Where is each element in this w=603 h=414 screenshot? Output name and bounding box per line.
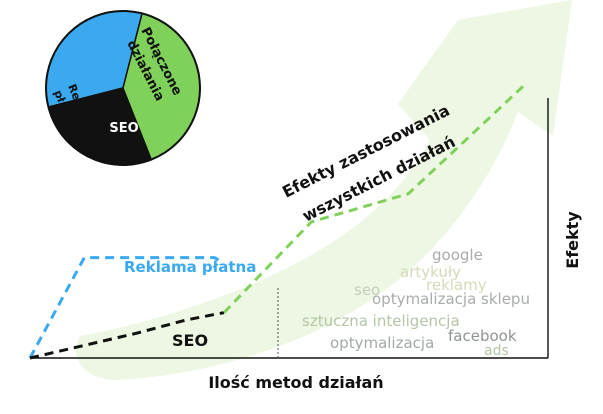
seo-line-label: SEO <box>172 331 208 350</box>
pie-outline <box>45 10 201 166</box>
line-series-group <box>28 83 526 360</box>
word-optymalizacja-sklepu: optymalizacja sklepu <box>372 290 530 308</box>
word-seo: seo <box>354 281 380 299</box>
word-reklamy: reklamy <box>426 276 487 294</box>
methods-pie-chart <box>45 10 201 166</box>
pie-label-seo: SEO <box>109 121 138 136</box>
growth-arrow-shape <box>75 0 573 381</box>
word-ads: ads <box>484 343 509 359</box>
series-line-2 <box>222 83 526 314</box>
word-sztuczna-inteligencja: sztuczna inteligencja <box>302 312 460 330</box>
word-optymalizacja: optymalizacja <box>330 334 434 352</box>
x-axis-label: Ilość metod działań <box>208 373 383 392</box>
word-artykuly: artykuły <box>400 263 461 281</box>
paid-ads-label: Reklama płatna <box>124 258 256 276</box>
y-axis-label: Efekty <box>563 211 582 269</box>
word-facebook: facebook <box>448 327 517 345</box>
word-cloud: google artykuły reklamy seo optymalizacj… <box>302 246 530 359</box>
word-google: google <box>432 246 483 264</box>
